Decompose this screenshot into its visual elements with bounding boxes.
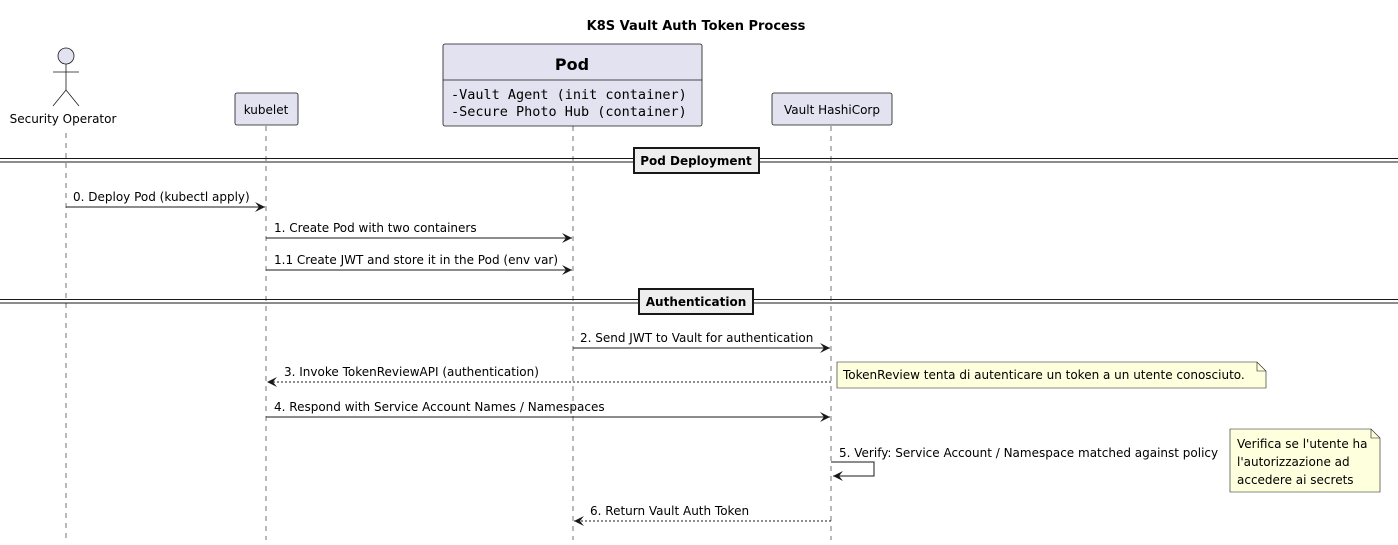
divider-label: Pod Deployment bbox=[640, 154, 752, 168]
participant-kubelet: kubelet bbox=[234, 92, 299, 126]
pod-field-secure-photo-hub: -Secure Photo Hub (container) bbox=[451, 104, 687, 120]
message-label: 6. Return Vault Auth Token bbox=[590, 504, 749, 518]
message-1-1: 1.1 Create JWT and store it in the Pod (… bbox=[266, 253, 572, 275]
message-label: 2. Send JWT to Vault for authentication bbox=[580, 331, 813, 345]
diagram-title: K8S Vault Auth Token Process bbox=[587, 19, 806, 34]
pod-field-vault-agent: -Vault Agent (init container) bbox=[451, 87, 687, 103]
note-text-line-3: accedere ai secrets bbox=[1237, 473, 1354, 487]
message-1: 1. Create Pod with two containers bbox=[266, 221, 572, 243]
participant-label: Vault HashiCorp bbox=[784, 103, 880, 117]
message-label: 4. Respond with Service Account Names / … bbox=[274, 400, 605, 414]
message-arrow bbox=[831, 461, 875, 481]
message-label: 3. Invoke TokenReviewAPI (authentication… bbox=[284, 365, 539, 379]
divider-pod-deployment: Pod Deployment bbox=[0, 147, 1398, 174]
message-4: 4. Respond with Service Account Names / … bbox=[266, 400, 830, 422]
note-text-line-1: Verifica se l'utente ha bbox=[1237, 437, 1368, 451]
message-label: 1. Create Pod with two containers bbox=[274, 221, 477, 235]
message-3: 3. Invoke TokenReviewAPI (authentication… bbox=[267, 365, 831, 387]
message-5: 5. Verify: Service Account / Namespace m… bbox=[831, 446, 1218, 481]
participant-vault: Vault HashiCorp bbox=[771, 92, 893, 126]
message-2: 2. Send JWT to Vault for authentication bbox=[573, 331, 830, 353]
message-label: 5. Verify: Service Account / Namespace m… bbox=[839, 446, 1218, 460]
divider-authentication: Authentication bbox=[0, 288, 1398, 315]
message-label: 0. Deploy Pod (kubectl apply) bbox=[73, 190, 250, 204]
note-text: TokenReview tenta di autenticare un toke… bbox=[842, 368, 1245, 382]
note-tokenreview: TokenReview tenta di autenticare un toke… bbox=[836, 361, 1267, 389]
divider-label: Authentication bbox=[646, 295, 747, 309]
pod-title: Pod bbox=[555, 55, 589, 74]
message-label: 1.1 Create JWT and store it in the Pod (… bbox=[274, 253, 558, 267]
note-text-line-2: l'autorizzazione ad bbox=[1237, 455, 1350, 469]
participant-pod: Pod -Vault Agent (init container) -Secur… bbox=[442, 43, 703, 127]
message-0: 0. Deploy Pod (kubectl apply) bbox=[66, 190, 265, 212]
actor-security-operator: Security Operator bbox=[10, 47, 117, 126]
message-6: 6. Return Vault Auth Token bbox=[574, 504, 831, 526]
note-verify: Verifica se l'utente ha l'autorizzazione… bbox=[1229, 428, 1381, 493]
actor-figure-icon bbox=[52, 47, 80, 107]
actor-label: Security Operator bbox=[10, 112, 117, 126]
participant-label: kubelet bbox=[244, 103, 289, 117]
